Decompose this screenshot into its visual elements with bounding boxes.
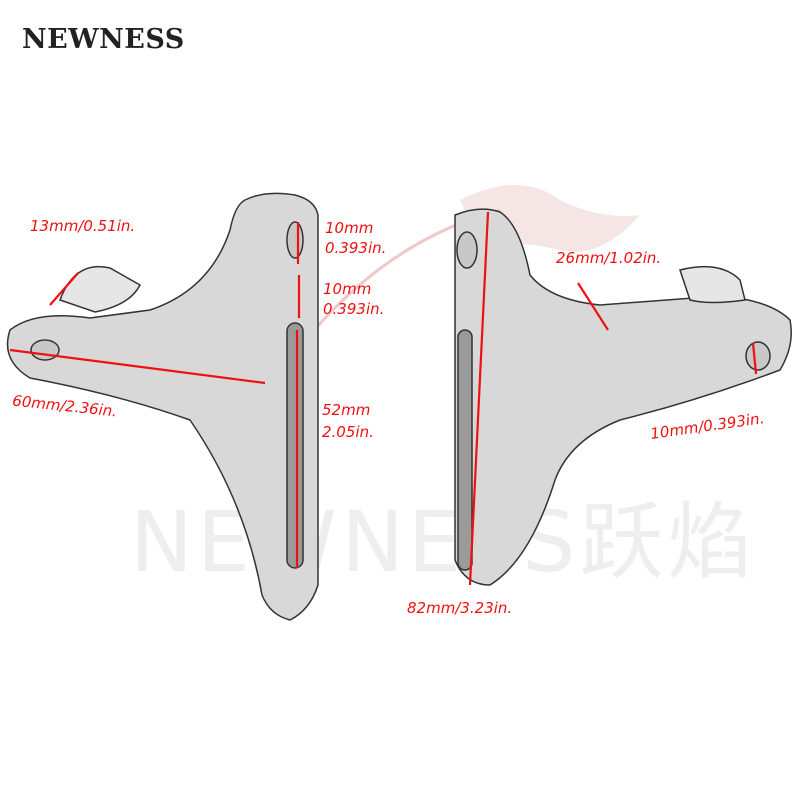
- spacing-label-mm: 10mm: [323, 280, 372, 298]
- total-height-label: 82mm/3.23in.: [407, 599, 513, 617]
- brand-logo: NEWNESS: [22, 24, 185, 55]
- dimension-arrows: [9, 211, 758, 586]
- right-bracket: [454, 208, 792, 586]
- slot-length-label-mm: 52mm: [322, 401, 371, 419]
- slot-length-label-in: 2.05in.: [322, 423, 374, 441]
- hole-size-label-in: 0.393in.: [325, 239, 387, 257]
- hole-size-label-mm: 10mm: [325, 219, 374, 237]
- watermark-text: NEWNESS跃焰: [130, 493, 756, 591]
- arm-width-label: 26mm/1.02in.: [556, 249, 662, 267]
- spacing-label-in: 0.393in.: [323, 300, 385, 318]
- slot-width-label: 13mm/0.51in.: [30, 217, 136, 235]
